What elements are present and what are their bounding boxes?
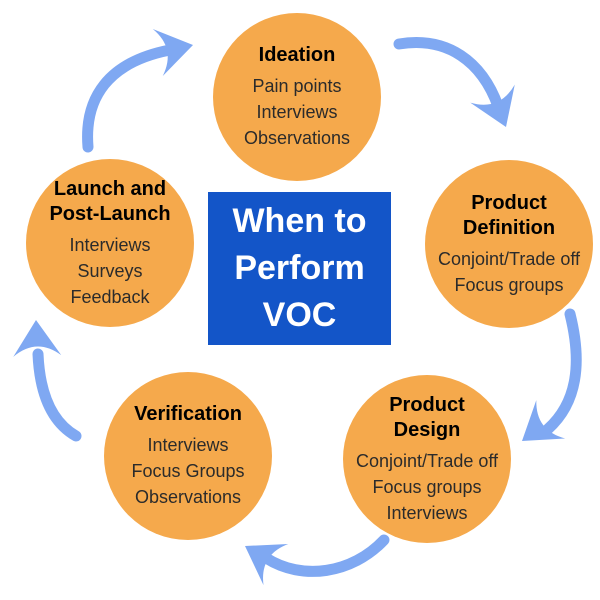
stage-heading-line: Launch and <box>53 177 167 200</box>
stage-launch-heading: Launch and Post-Launch <box>49 177 170 227</box>
stage-item: Focus Groups <box>131 461 245 481</box>
stage-heading-line: Definition <box>462 216 556 239</box>
stage-product-design-heading: Product Design <box>389 393 465 443</box>
stage-heading-line: Post-Launch <box>49 202 171 225</box>
stage-item: Pain points <box>252 76 342 96</box>
stage-ideation-heading: Ideation <box>259 43 336 68</box>
stage-item: Observations <box>134 487 242 507</box>
center-title-line: Perform <box>234 249 365 287</box>
stage-verification: Verification Interviews Focus Groups Obs… <box>104 372 272 540</box>
arrow-product-design-to-verification-icon <box>245 534 390 586</box>
stage-product-design: Product Design Conjoint/Trade off Focus … <box>343 375 511 543</box>
stage-item: Conjoint/Trade off <box>355 450 499 471</box>
stage-item: Interviews <box>69 234 151 255</box>
stage-item: Interviews <box>386 502 468 523</box>
stage-heading-line: Ideation <box>258 44 336 66</box>
stage-verification-heading: Verification <box>134 402 242 427</box>
center-title-box: When to Perform VOC <box>208 192 391 345</box>
stage-item: Conjoint/Trade off <box>437 248 581 269</box>
stage-item: Surveys <box>77 260 143 281</box>
stage-product-definition-heading: Product Definition <box>463 191 555 241</box>
stage-item: Focus groups <box>372 476 482 497</box>
center-title-line: VOC <box>262 296 337 334</box>
stage-item: Interviews <box>256 102 338 122</box>
arrow-verification-to-launch-icon <box>13 320 82 442</box>
arrow-launch-to-ideation-icon <box>82 29 193 153</box>
stage-item: Feedback <box>70 286 150 307</box>
stage-item: Interviews <box>147 435 229 455</box>
center-title-line: When to <box>232 202 367 240</box>
stage-heading-line: Product <box>389 393 465 416</box>
stage-heading-line: Verification <box>134 403 242 425</box>
stage-launch-and-post-launch: Launch and Post-Launch Interviews Survey… <box>26 159 194 327</box>
stage-product-definition: Product Definition Conjoint/Trade off Fo… <box>425 160 593 328</box>
stage-ideation: Ideation Pain points Interviews Observat… <box>213 13 381 181</box>
arrow-ideation-to-product-definition-icon <box>393 37 515 127</box>
stage-heading-line: Design <box>393 418 461 441</box>
stage-item: Observations <box>243 128 351 148</box>
stage-item: Focus groups <box>454 274 564 295</box>
arrow-product-definition-to-product-design-icon <box>522 308 582 441</box>
stage-heading-line: Product <box>471 191 547 214</box>
